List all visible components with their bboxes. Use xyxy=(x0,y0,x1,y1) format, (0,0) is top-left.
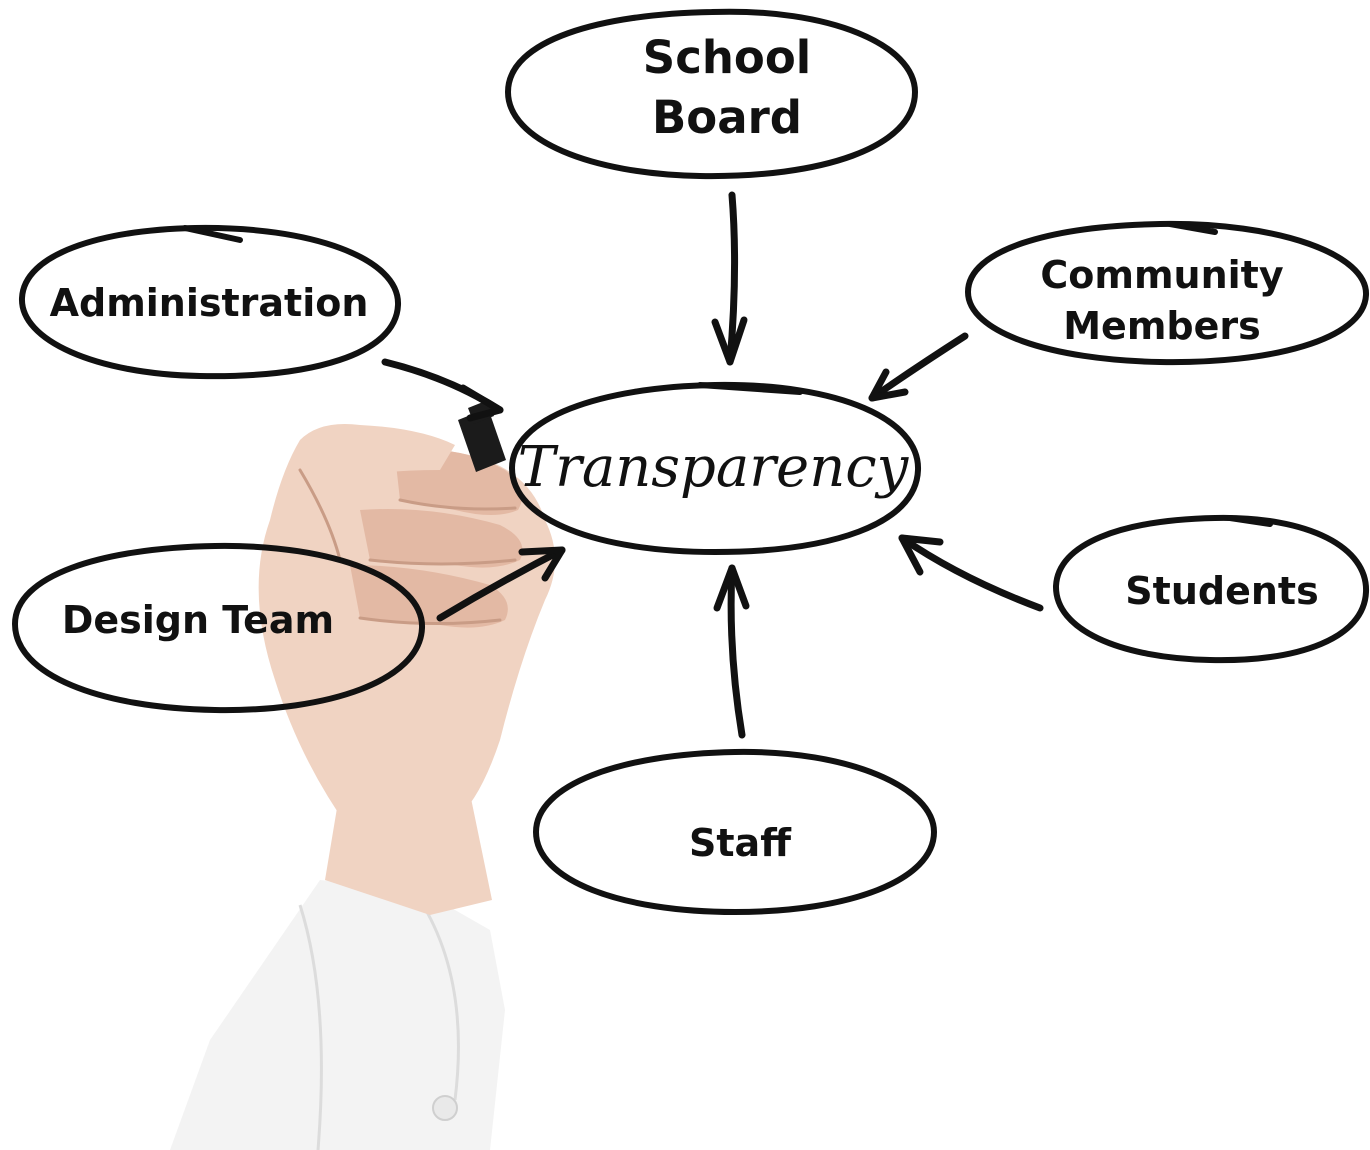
node-label-community-members-line1: Community xyxy=(1040,253,1283,297)
node-school-board: School Board xyxy=(504,8,919,180)
node-community-members: Community Members xyxy=(964,220,1370,366)
edge-students xyxy=(898,534,1044,612)
node-label-administration: Administration xyxy=(50,281,369,325)
node-students: Students xyxy=(1052,514,1370,664)
diagram-nodes: School Board Administration Community Me… xyxy=(11,8,1370,916)
hand-illustration xyxy=(170,400,555,1150)
node-design-team: Design Team xyxy=(11,542,426,714)
diagram-edges xyxy=(381,191,1044,739)
node-label-community-members-line2: Members xyxy=(1063,304,1261,348)
edge-administration xyxy=(381,358,504,422)
edge-community-members xyxy=(868,332,969,402)
hand-finger-2 xyxy=(360,509,523,568)
shirt-sleeve xyxy=(170,880,505,1150)
cuff-button xyxy=(432,1095,458,1121)
edge-design-team xyxy=(436,546,566,622)
node-label-transparency: Transparency xyxy=(518,435,910,500)
node-staff: Staff xyxy=(532,748,938,916)
hand-thumb xyxy=(300,424,455,480)
edge-staff xyxy=(713,564,750,739)
node-label-design-team: Design Team xyxy=(62,598,334,642)
node-administration: Administration xyxy=(18,224,402,380)
edge-school-board xyxy=(711,191,748,366)
node-transparency: Transparency xyxy=(508,381,922,556)
node-label-students: Students xyxy=(1125,569,1318,613)
node-label-school-board-line2: Board xyxy=(652,91,802,144)
node-label-staff: Staff xyxy=(689,821,792,865)
node-label-school-board-line1: School xyxy=(643,31,811,84)
